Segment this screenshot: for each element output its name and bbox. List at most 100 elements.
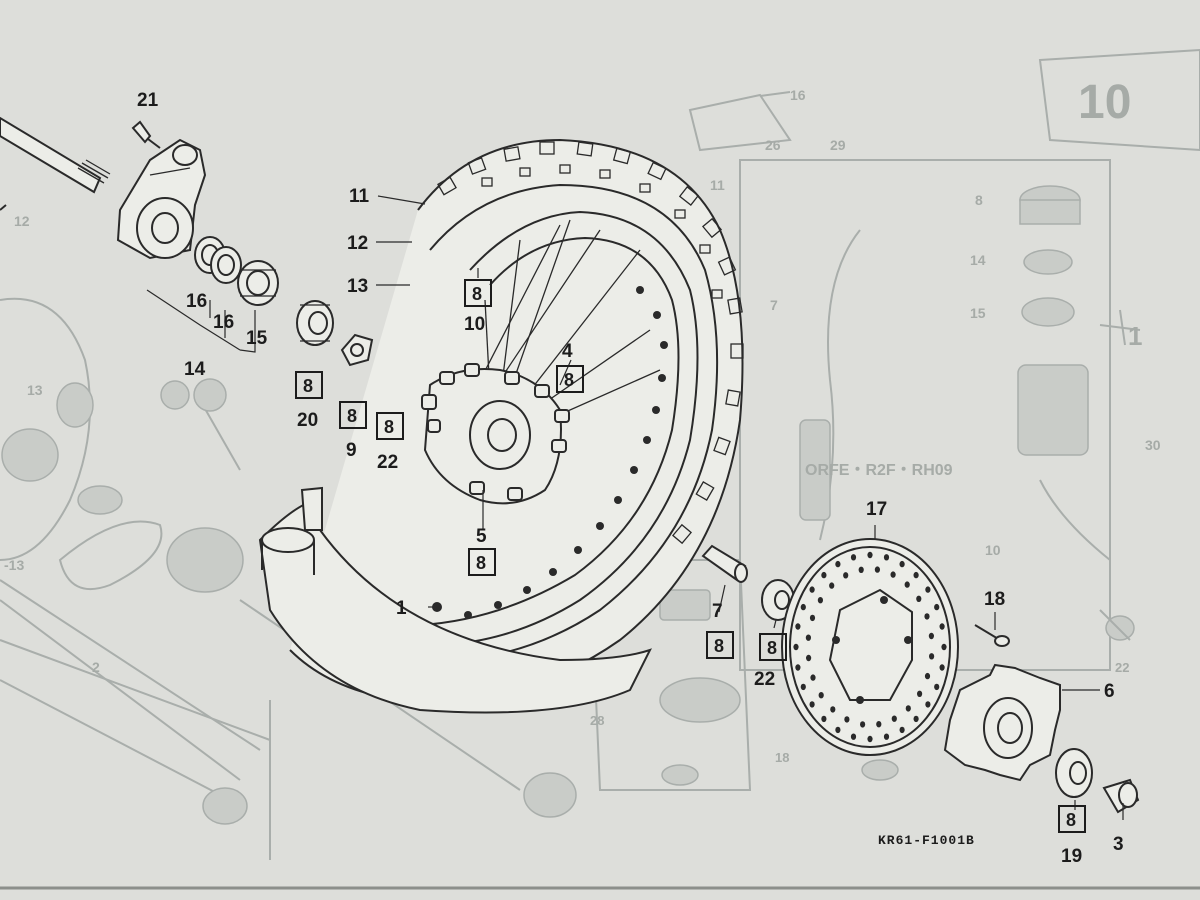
ghost-label: 18 [775, 750, 789, 765]
disc-hole [810, 674, 816, 681]
ref-box [1058, 805, 1086, 833]
ghost-part [193, 378, 227, 412]
ghost-line [1119, 309, 1126, 346]
callout-1: 1 [396, 598, 407, 619]
ghost-arm [199, 399, 241, 471]
callout-9: 9 [346, 440, 357, 461]
collar-3 [1102, 778, 1140, 814]
ref-box-label: 8 [1066, 810, 1076, 830]
ref-box [556, 365, 584, 393]
sleeve-7 [701, 544, 748, 583]
disc-hole [916, 595, 922, 602]
callout-16b: 16 [213, 312, 234, 333]
ghost-block [659, 589, 711, 621]
seal-16b [210, 246, 242, 284]
disc-hole [899, 560, 905, 568]
ref-box [464, 279, 492, 307]
callout-11: 11 [349, 186, 370, 207]
ghost-line [1039, 479, 1111, 561]
ref-box [468, 548, 496, 576]
ref-box [706, 631, 734, 659]
brake-disc-17 [781, 538, 959, 756]
disc-hole [858, 566, 864, 573]
disc-hole [818, 692, 824, 699]
callout-6: 6 [1104, 681, 1115, 702]
ghost-casing [0, 297, 91, 561]
leader-lines [376, 195, 1124, 820]
ghost-axle [0, 639, 271, 741]
ghost-part [659, 677, 741, 723]
disc-hole [924, 613, 930, 620]
ghost-bolt [799, 419, 831, 521]
disc-hole [913, 715, 919, 723]
ghost-layer: 10 [0, 48, 1200, 860]
drawing-code: KR61-F1001B [878, 833, 975, 848]
ghost-label: 22 [1115, 660, 1129, 675]
callout-3: 3 [1113, 834, 1124, 855]
ghost-gear [166, 527, 244, 593]
disc-hole [928, 632, 935, 640]
disc-hole [806, 654, 812, 662]
disc-hole [874, 566, 881, 573]
bearing-22b [761, 579, 795, 621]
disc-hole [817, 597, 824, 604]
disc-hole [793, 643, 799, 651]
disc-hole [830, 706, 836, 713]
disc-hole [939, 664, 945, 671]
disc-hole [925, 701, 931, 708]
disc-hole [843, 572, 849, 579]
front-wheel [258, 138, 744, 714]
bearing-19 [1055, 748, 1093, 798]
ghost-axle [0, 679, 231, 801]
callout-5: 5 [476, 526, 487, 547]
ghost-label: 16 [790, 87, 806, 103]
ghost-label: ORFE・R2F・RH09 [805, 462, 953, 479]
ghost-boss [56, 382, 94, 428]
ghost-part [77, 485, 123, 515]
axle-shaft [0, 116, 111, 211]
ref-box-label: 8 [476, 553, 486, 573]
boxed-refs: 8 8 8 8 8 8 8 8 8 [295, 279, 1086, 833]
page-tab-number: 10 [1078, 76, 1131, 129]
disc-hole [809, 586, 815, 593]
disc-hole [800, 603, 806, 611]
disc-hole [805, 634, 812, 641]
ghost-label: 8 [975, 192, 983, 208]
disc-hole [876, 721, 882, 728]
ghost-part [861, 759, 899, 781]
disc-hole [913, 571, 919, 579]
disc-hole [809, 614, 816, 622]
ghost-label: 1 [1128, 321, 1142, 351]
disc-hole [934, 683, 940, 691]
ref-box-label: 8 [347, 406, 357, 426]
rim-marker [432, 602, 442, 612]
ghost-label: -13 [4, 557, 24, 573]
ref-box-label: 8 [564, 370, 574, 390]
ghost-label: 26 [765, 137, 781, 153]
ghost-label: 29 [830, 137, 846, 153]
disc-hole [890, 571, 896, 578]
ghost-cap-body [1019, 199, 1081, 225]
spacer-9 [340, 333, 374, 367]
callout-13: 13 [347, 276, 368, 297]
disc-hole [867, 551, 873, 559]
ghost-bracket [58, 520, 163, 590]
disc-hole [904, 581, 910, 588]
disc-hole [917, 690, 923, 697]
ref-box-label: 8 [714, 636, 724, 656]
ghost-label: 14 [970, 252, 986, 268]
ref-box [295, 371, 323, 399]
disc-hole [924, 672, 931, 680]
ghost-label: 13 [27, 382, 43, 398]
ghost-label: 11 [710, 177, 725, 193]
callout-12: 12 [347, 233, 368, 254]
callout-15: 15 [246, 328, 268, 349]
ghost-reservoir [1017, 364, 1089, 456]
disc-hole [829, 582, 835, 589]
ghost-label: 15 [970, 305, 986, 321]
callout-14: 14 [184, 359, 206, 380]
callout-18: 18 [984, 589, 1005, 610]
ghost-ring [1021, 297, 1075, 327]
disc-hole [899, 726, 905, 734]
bearing-20 [296, 300, 334, 346]
